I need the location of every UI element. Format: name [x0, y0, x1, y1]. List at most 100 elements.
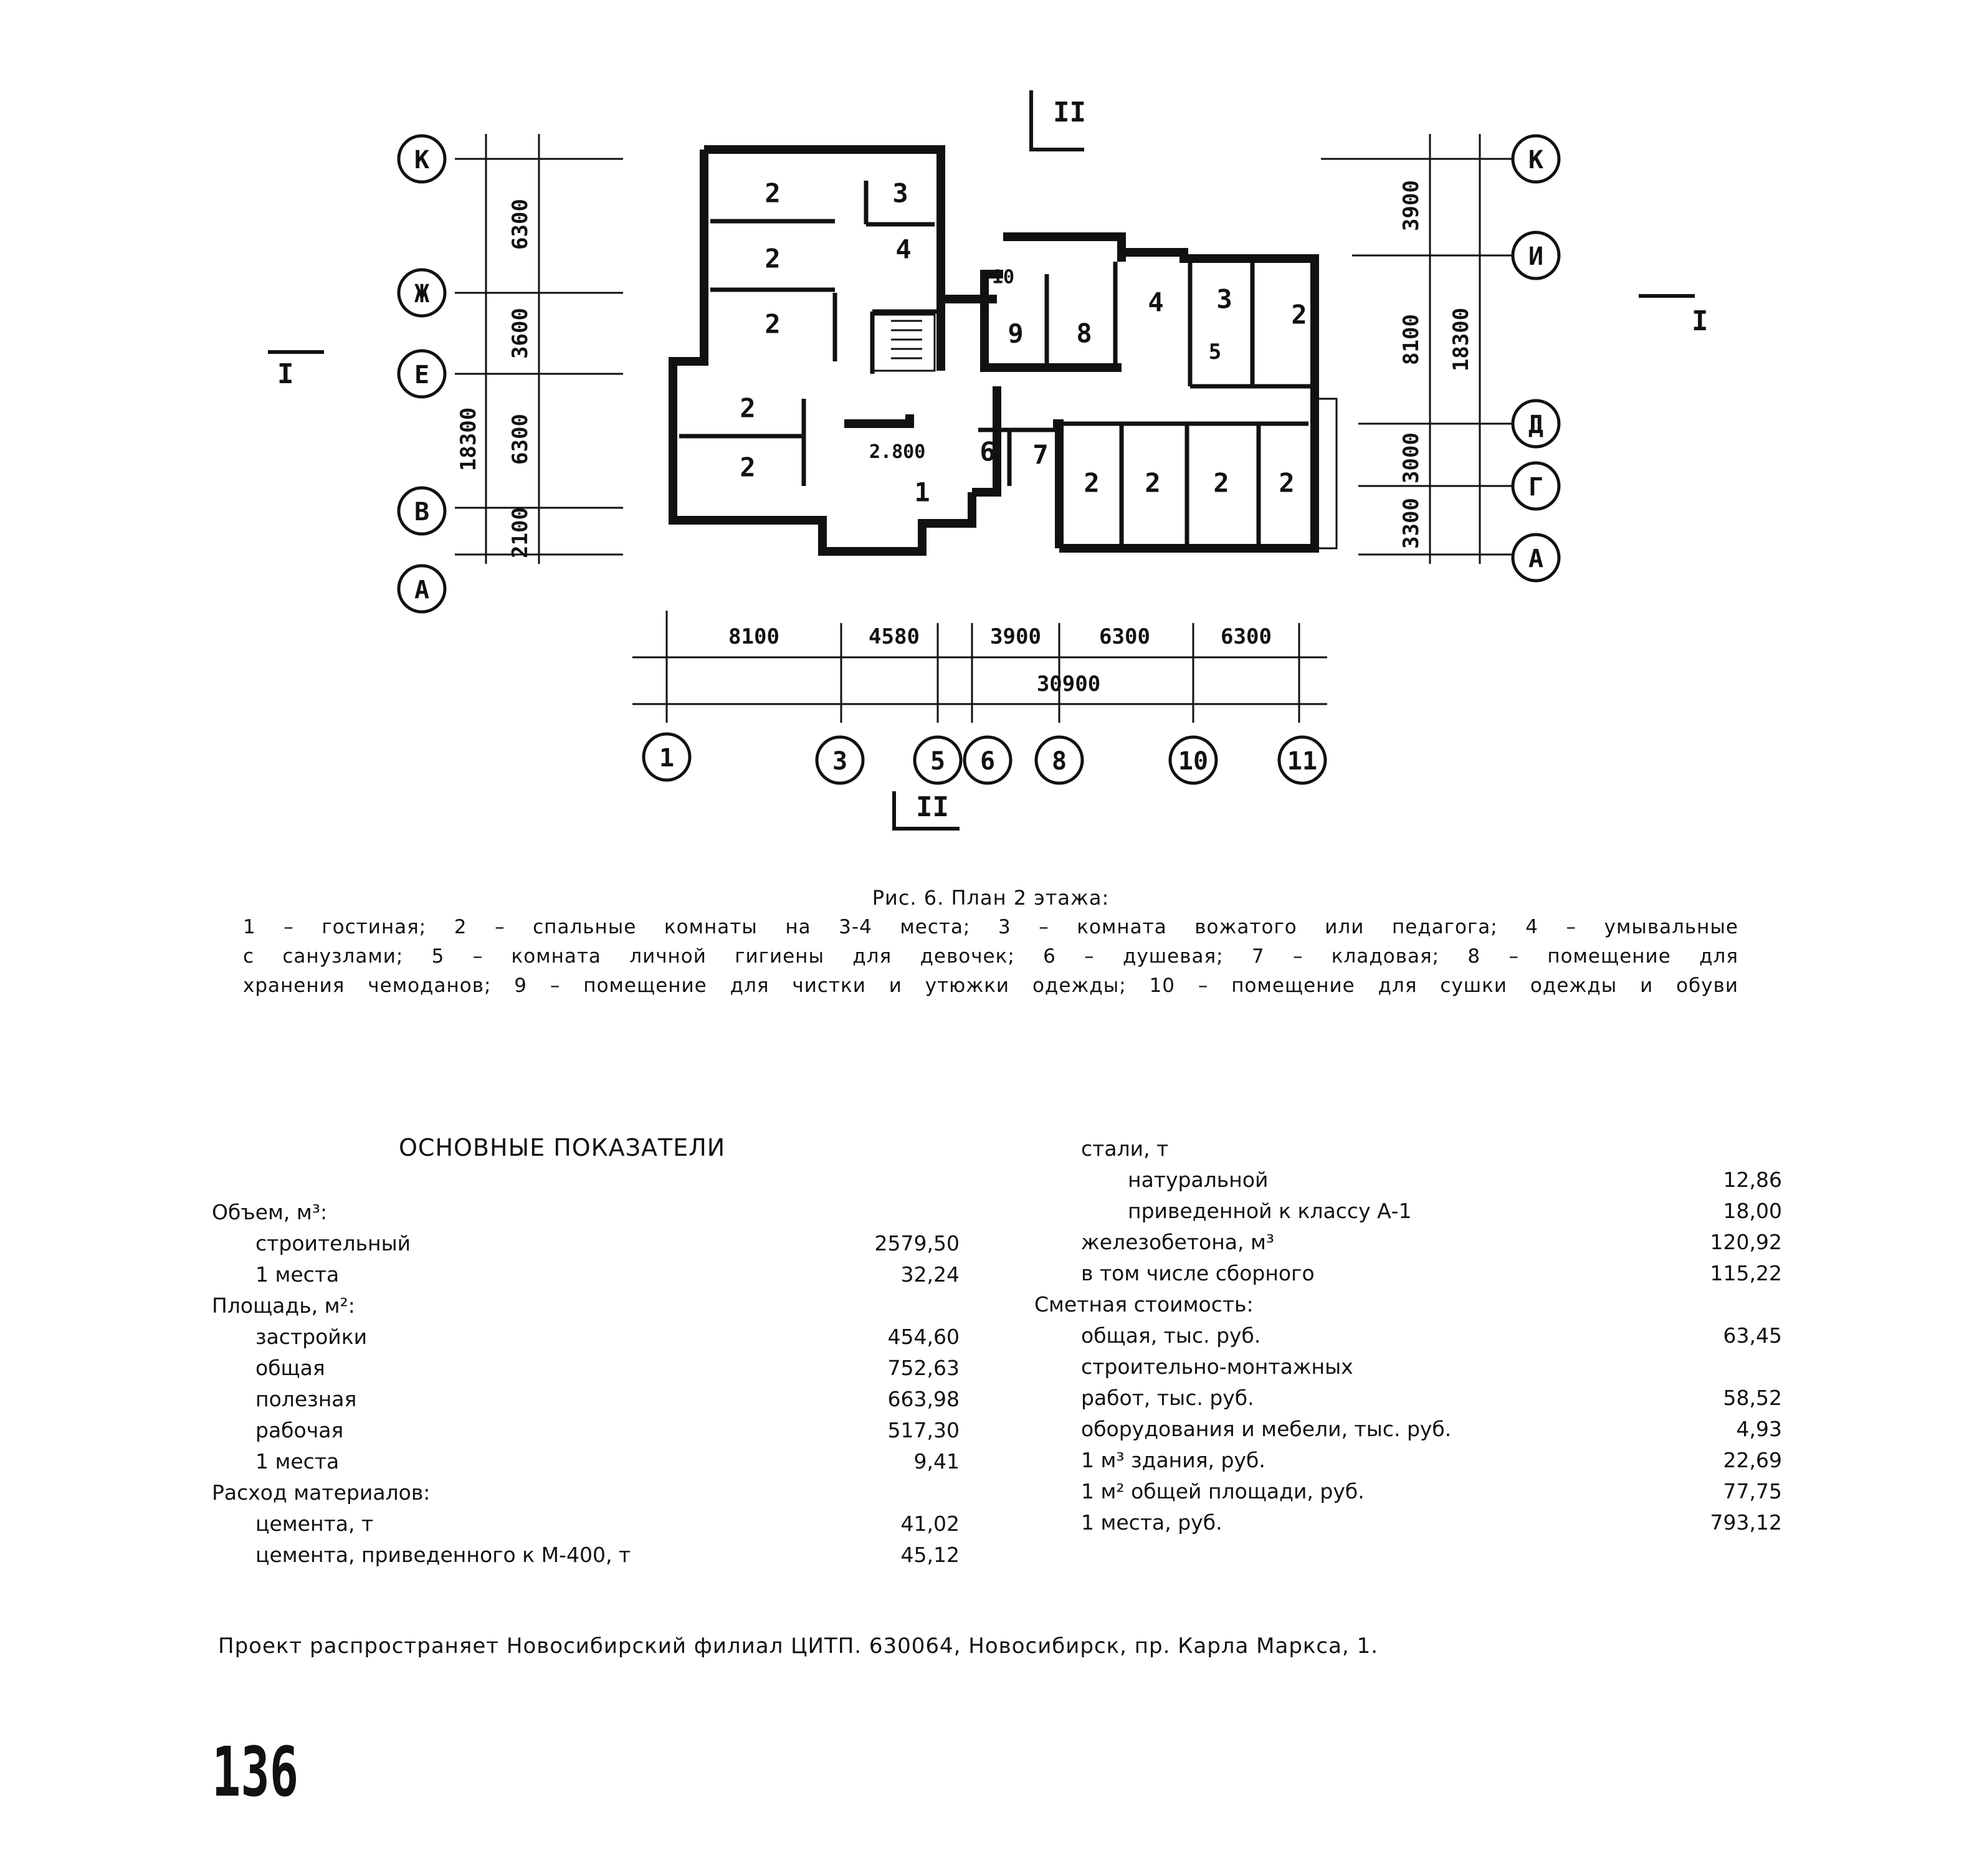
indicator-label: оборудования и мебели, тыс. руб. [1081, 1417, 1452, 1441]
indicator-value: 752,63 [887, 1356, 960, 1380]
indicator-label: общая [255, 1356, 325, 1380]
indicator-label: стали, т [1081, 1136, 1169, 1161]
indicator-label: полезная [255, 1387, 357, 1411]
axis-bottom-0: 1 [659, 744, 674, 773]
dim-right-0: 3900 [1399, 180, 1424, 231]
indicator-value: 22,69 [1723, 1448, 1782, 1472]
caption-legend-line-3: хранения чемоданов; 9 – помещение для чи… [243, 974, 1738, 997]
dim-left-4: 18300 [456, 407, 481, 471]
axis-left-4: А [414, 576, 429, 604]
page-number: 136 [212, 1732, 299, 1812]
axis-left-1: Ж [414, 280, 429, 308]
dim-right-3: 3000 [1399, 432, 1424, 483]
indicator-label: строительно-монтажных [1081, 1355, 1353, 1379]
dim-right-2: 18300 [1449, 308, 1474, 371]
indicator-value: 63,45 [1723, 1323, 1782, 1348]
section-markers [268, 90, 1695, 831]
exterior-walls [669, 145, 1319, 556]
indicator-label: рабочая [255, 1418, 344, 1442]
caption-legend-line-2: с санузлами; 5 – комната личной гигиены … [243, 945, 1738, 968]
axis-right-3: Г [1528, 473, 1543, 502]
room-number: 2 [765, 178, 780, 209]
room-number: 7 [1032, 440, 1048, 470]
indicator-label: строительный [255, 1231, 411, 1255]
indicator-value: 663,98 [887, 1387, 960, 1411]
axis-lines-right [1321, 134, 1514, 564]
room-number: 9 [1008, 318, 1023, 349]
axis-bottom-2: 5 [930, 747, 945, 776]
indicator-label: общая, тыс. руб. [1081, 1323, 1261, 1348]
dim-bottom-0: 8100 [728, 624, 779, 649]
axis-left-3: В [414, 498, 429, 526]
axis-right-2: Д [1528, 411, 1543, 439]
indicator-value: 45,12 [900, 1543, 960, 1567]
dim-right-1: 8100 [1399, 314, 1424, 365]
axis-right-0: К [1528, 146, 1543, 174]
dim-bottom-1: 4580 [869, 624, 920, 649]
indicator-value: 115,22 [1710, 1261, 1782, 1285]
axis-right-4: А [1528, 545, 1543, 573]
indicator-label: 1 места [255, 1449, 340, 1474]
room-number: 1 [914, 477, 930, 508]
room-number: 2 [1279, 468, 1294, 498]
indicator-label: цемента, т [255, 1512, 374, 1536]
room-number: 10 [992, 267, 1014, 288]
interior-walls [679, 181, 1315, 548]
room-number: 2 [1145, 468, 1160, 498]
indicator-value: 58,52 [1723, 1386, 1782, 1410]
indicator-label: 1 места, руб. [1081, 1510, 1222, 1535]
caption-legend-line-1: 1 – гостиная; 2 – спальные комнаты на 3-… [243, 916, 1738, 938]
indicator-value: 12,86 [1723, 1168, 1782, 1192]
dim-right-4: 3300 [1399, 498, 1424, 549]
indicator-value: 120,92 [1710, 1230, 1782, 1254]
dim-left-0: 6300 [508, 199, 533, 250]
room-number: 2 [765, 309, 780, 340]
room-number: 5 [1209, 340, 1221, 364]
indicators-heading: ОСНОВНЫЕ ПОКАЗАТЕЛИ [399, 1134, 726, 1161]
axis-right-1: И [1528, 242, 1543, 271]
axis-bottom-3: 6 [980, 747, 995, 776]
dim-bottom-2: 3900 [990, 624, 1041, 649]
indicator-value: 9,41 [913, 1449, 960, 1474]
axis-bottom-5: 10 [1178, 747, 1208, 776]
indicator-label: Площадь, м²: [212, 1293, 355, 1318]
indicator-label: застройки [255, 1325, 368, 1349]
indicator-value: 793,12 [1710, 1510, 1782, 1535]
room-number: 4 [1148, 287, 1163, 318]
indicator-label: 1 м² общей площади, руб. [1081, 1479, 1365, 1503]
room-number: 6 [979, 437, 995, 467]
room-number: 2 [1084, 468, 1099, 498]
room-number: 3 [1216, 284, 1232, 315]
room-number: 2 [1291, 300, 1307, 330]
level-mark: 2.800 [869, 441, 925, 463]
indicator-label: Сметная стоимость: [1034, 1292, 1254, 1317]
indicator-value: 18,00 [1723, 1199, 1782, 1223]
indicator-label: цемента, приведенного к М-400, т [255, 1543, 631, 1567]
axis-bottom-4: 8 [1052, 747, 1067, 776]
dim-left-3: 2100 [508, 507, 533, 558]
dim-left-2: 6300 [508, 414, 533, 465]
axis-bottom-6: 11 [1287, 747, 1317, 776]
indicator-value: 4,93 [1736, 1417, 1782, 1441]
floor-plan-drawing: К Ж Е В А К И Д Г А 1 3 5 6 8 10 11 6300… [268, 90, 1708, 831]
stairwell [871, 313, 1338, 550]
room-number: 4 [895, 234, 911, 265]
indicators-left-column: ОСНОВНЫЕ ПОКАЗАТЕЛИ Объем, м³:строительн… [212, 1134, 972, 1583]
room-number: 2 [740, 393, 755, 424]
axis-lines-left [455, 134, 623, 564]
indicator-value: 32,24 [900, 1262, 960, 1287]
room-number: 2 [765, 244, 780, 274]
indicator-label: натуральной [1128, 1168, 1269, 1192]
dim-bottom-4: 6300 [1221, 624, 1272, 649]
axis-bubbles [397, 134, 1561, 785]
section-I-right: I [1692, 305, 1708, 337]
axis-lines-bottom [632, 611, 1327, 723]
indicator-value: 517,30 [887, 1418, 960, 1442]
axis-left-2: Е [414, 361, 429, 389]
room-number: 2 [740, 452, 755, 483]
indicator-label: Расход материалов: [212, 1480, 431, 1505]
indicator-label: работ, тыс. руб. [1081, 1386, 1254, 1410]
room-number: 2 [1213, 468, 1229, 498]
section-II-top: II [1053, 97, 1086, 128]
room-number: 8 [1076, 318, 1092, 349]
